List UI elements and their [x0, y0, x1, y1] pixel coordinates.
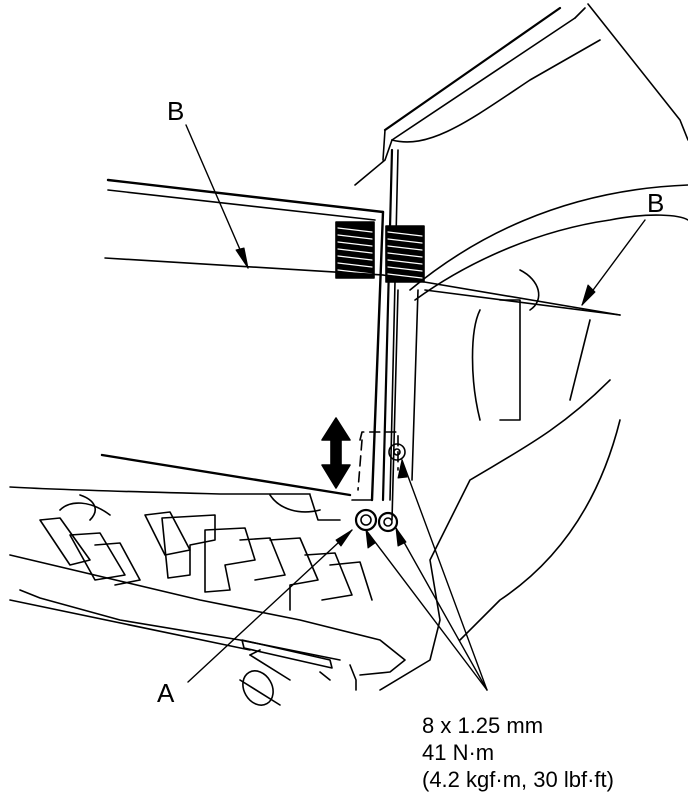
label-b-right: B [647, 188, 665, 218]
bed-floor [9, 486, 406, 691]
label-a: A [157, 678, 175, 708]
body-panel-upper [354, 3, 688, 301]
spec-bolt-size: 8 x 1.25 mm [422, 713, 544, 738]
label-b-left: B [167, 96, 185, 126]
bolt-icon [354, 443, 406, 533]
spec-torque-alt: (4.2 kgf·m, 30 lbf·ft) [422, 767, 614, 792]
hinge-bracket-left [335, 221, 375, 279]
tailgate-panel [100, 178, 385, 502]
hitch-cylinder [239, 654, 291, 706]
pointer-arrow-icon [235, 247, 596, 549]
reference-line-b [104, 257, 621, 316]
hinge-dashed-outline [357, 431, 399, 491]
body-side-panel [379, 148, 621, 691]
hinge-bracket-right [385, 225, 425, 283]
double-arrow-icon [321, 417, 351, 489]
spec-block: 8 x 1.25 mm 41 N·m (4.2 kgf·m, 30 lbf·ft… [422, 712, 614, 793]
leader-lines [185, 124, 646, 691]
spec-torque-nm: 41 N·m [422, 740, 495, 765]
